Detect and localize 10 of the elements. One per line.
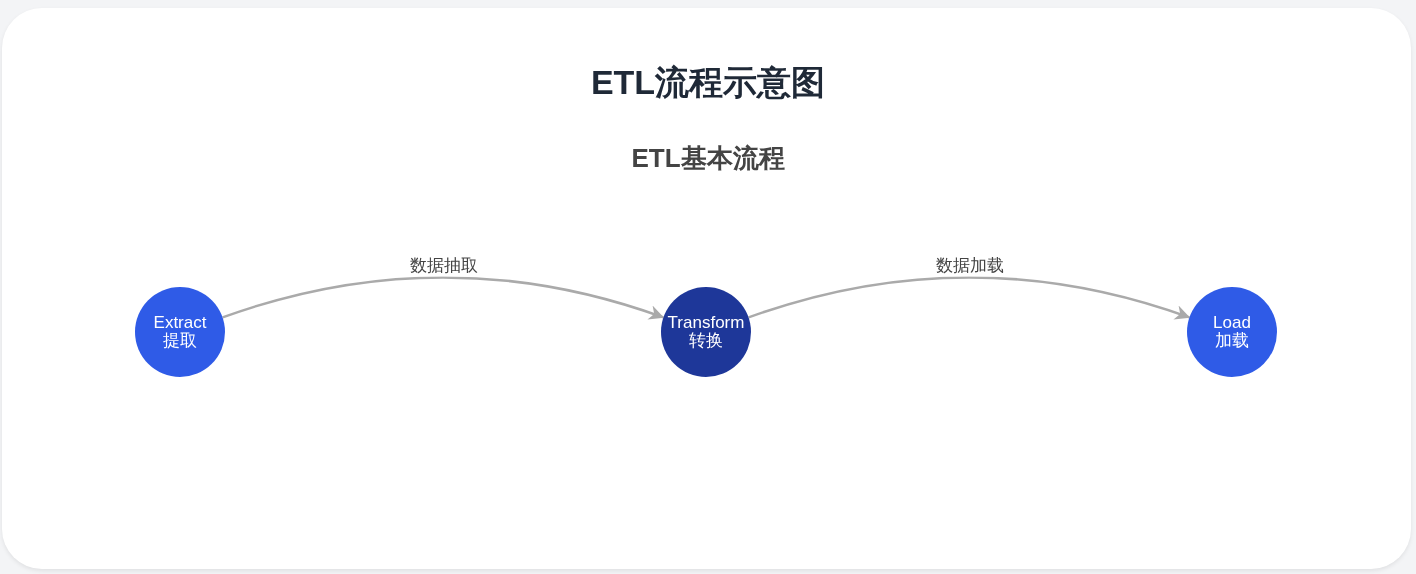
circle-label: 转换 <box>689 332 723 350</box>
circle-label: Load <box>1213 314 1251 332</box>
diagram-title: ETL流程示意图 <box>590 62 826 103</box>
arrow <box>748 276 1191 320</box>
circle-label: Transform <box>667 314 745 332</box>
circle-label: 提取 <box>163 332 197 350</box>
circle-label: Extract <box>153 314 207 332</box>
arrow <box>222 276 665 320</box>
circle-label: 加载 <box>1215 332 1249 350</box>
subtitle: ETL基本流程 <box>631 142 785 175</box>
